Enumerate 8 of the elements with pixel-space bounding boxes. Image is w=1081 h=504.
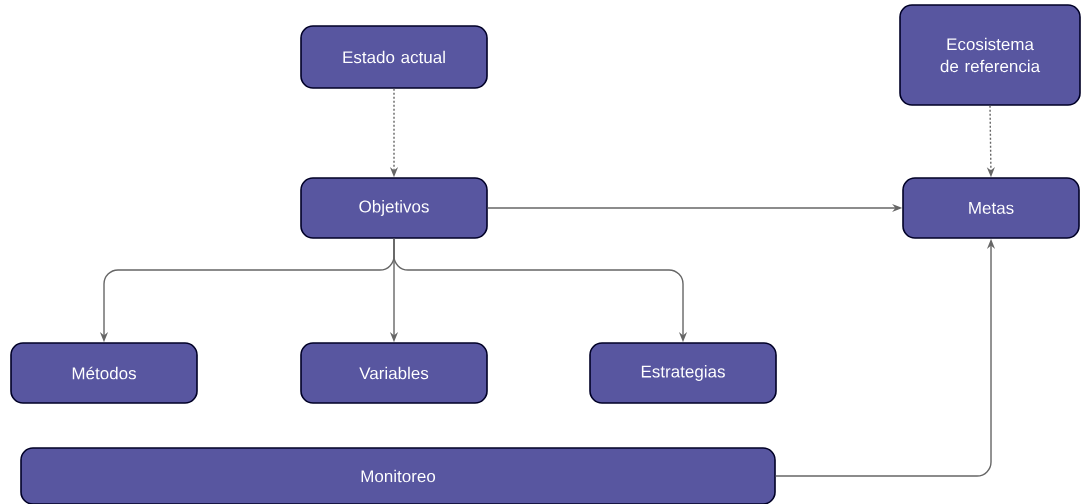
process-box: Monitoreo <box>20 447 776 504</box>
process-box: Objetivos <box>300 177 488 239</box>
process-box: Estado actual <box>300 25 488 89</box>
process-box: Métodos <box>10 342 198 404</box>
process-box: Metas <box>902 177 1080 239</box>
process-box: Variables <box>300 342 488 404</box>
process-box: Ecosistema de referencia <box>899 4 1081 106</box>
process-box: Estrategias <box>589 342 777 404</box>
